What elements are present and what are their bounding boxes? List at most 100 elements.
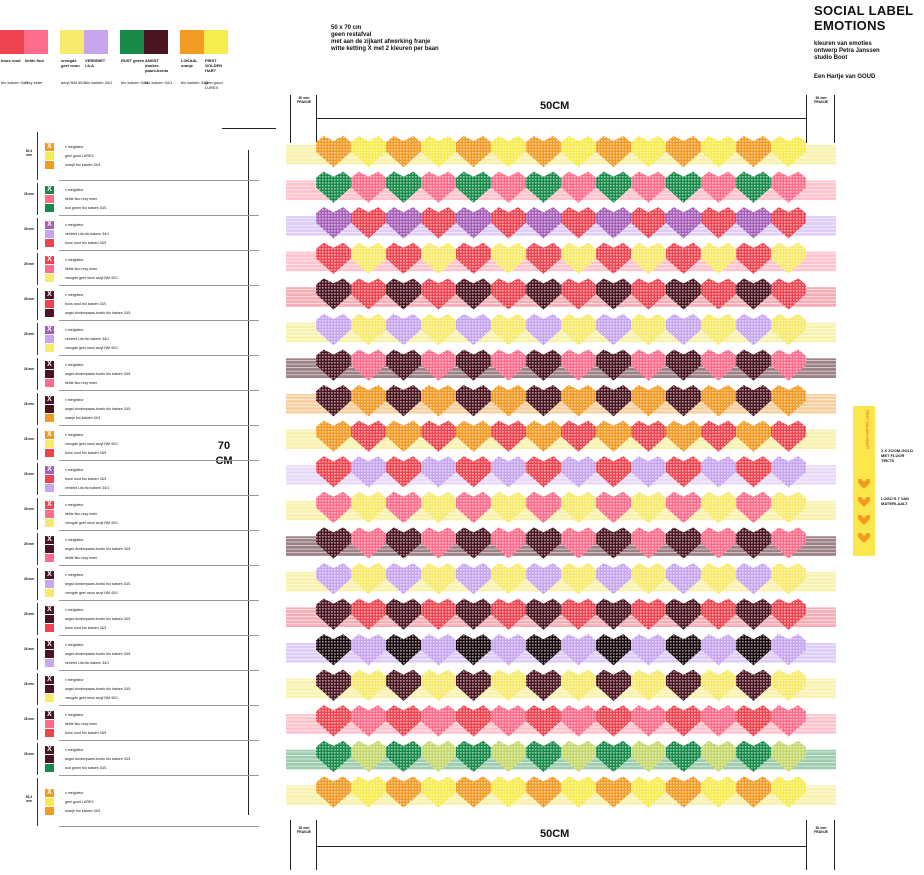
swatch-label-4: VERDRIET LILA: [85, 58, 106, 68]
yarn-swatch: [45, 624, 54, 632]
heart-motif-texture: [736, 420, 771, 452]
heart-motif-texture: [631, 313, 666, 346]
heart-motif-texture: [526, 491, 561, 524]
legend-row-text: boos rood bio katoen 34/1: [65, 626, 107, 630]
fabric-stripe: [286, 473, 836, 475]
sticker-note-1: 2 X ZOOM-GOLD MET FLUOR TEKTS: [881, 448, 913, 463]
dim-tick-bot-left: [290, 820, 291, 870]
heart-motif-texture: [351, 278, 386, 310]
dim-height-unit: CM: [215, 455, 233, 467]
heart-motif-texture: [631, 562, 666, 595]
heart-motif-texture: [491, 598, 526, 630]
fabric-stripe: [286, 441, 836, 443]
swatch-yarn-3: acryl NM 40/1: [61, 80, 86, 85]
yarn-swatch: [45, 589, 54, 597]
legend-row-text: angst donkerpaars-bordo bio katoen 34/1: [65, 582, 131, 586]
heart-motif-texture: [771, 278, 806, 310]
yarn-swatch: [45, 309, 54, 317]
legend-row-height: 26 mm: [23, 367, 35, 371]
heart-motif-texture: [701, 456, 736, 488]
legend-row-height: 62,4 mm: [25, 149, 33, 157]
warp-x-swatch: X: [45, 396, 54, 404]
fabric-stripe: [286, 580, 836, 582]
yarn-swatch: [45, 764, 54, 772]
heart-motif-texture: [421, 171, 456, 203]
legend-row-text: x meighleur: [65, 538, 84, 542]
fabric-stripe: [286, 687, 836, 689]
heart-motif-texture: [736, 562, 771, 595]
legend-row-text: verdriet Lila bio katoen 34/1: [65, 232, 110, 236]
swatch-yarn-8: geel goud LUREX: [205, 80, 223, 90]
fabric-row: [286, 385, 836, 417]
legend-row-height: 26 mm: [23, 332, 35, 336]
heart-motif-texture: [596, 171, 631, 203]
heart-motif-texture: [666, 598, 701, 630]
heart-motif-texture: [386, 313, 421, 346]
heart-motif-texture: [526, 385, 561, 417]
fabric-row: [286, 634, 836, 666]
heart-motif-texture: [631, 207, 666, 239]
fabric-stripe: [286, 303, 836, 305]
swatch-label-5: RUST groen: [121, 58, 145, 63]
fabric-row: [286, 598, 836, 630]
legend-row-bracket: [37, 218, 38, 250]
fabric-stripe: [286, 477, 836, 479]
heart-motif-texture: [421, 598, 456, 630]
heart-motif-texture: [351, 385, 386, 417]
fabric-stripe: [286, 513, 836, 514]
fabric-stripe: [286, 584, 836, 586]
fabric-stripe: [286, 189, 836, 191]
fabric-stripe: [286, 794, 836, 796]
warp-x-swatch: X: [45, 291, 54, 299]
fabric-stripe: [286, 481, 836, 482]
swatch-yarn-6: bio katoen 34/1: [145, 80, 173, 85]
heart-motif-texture: [386, 527, 421, 559]
heart-motif-texture: [561, 456, 596, 488]
legend-row-text: x meighleur: [65, 293, 84, 297]
fabric-row: [286, 313, 836, 346]
yarn-swatch: [45, 755, 54, 763]
heart-motif-texture: [561, 313, 596, 346]
heart-motif-texture: [561, 669, 596, 701]
legend-row-height: 26 mm: [23, 402, 35, 406]
heart-motif-texture: [526, 313, 561, 346]
heart-motif-texture: [666, 705, 701, 737]
heart-motif-texture: [701, 527, 736, 559]
legend-row-text: x meighleur: [65, 363, 84, 367]
heart-motif-texture: [736, 349, 771, 381]
fabric-rows: [286, 136, 836, 808]
heart-motif-texture: [666, 491, 701, 524]
legend-row-height: 26 mm: [23, 297, 35, 301]
heart-motif-texture: [596, 598, 631, 630]
fabric-design: [286, 136, 836, 808]
heart-motif-texture: [351, 349, 386, 381]
heart-motif-texture: [491, 349, 526, 381]
heart-motif-texture: [666, 313, 701, 346]
heart-motif-texture: [491, 562, 526, 595]
legend-row-text: oranje bio katoen 34/1: [65, 163, 101, 167]
legend-row-divider: [59, 495, 259, 496]
legend-row-bracket: [37, 132, 38, 180]
warp-x-swatch: X: [45, 536, 54, 544]
yarn-swatch: [45, 580, 54, 588]
heart-motif-texture: [771, 527, 806, 559]
legend-row-divider: [59, 180, 259, 181]
dim-line-bottom: [316, 846, 806, 847]
heart-motif-texture: [456, 776, 491, 808]
heart-motif-texture: [491, 420, 526, 452]
fabric-stripe: [286, 552, 836, 554]
heart-motif-texture: [596, 385, 631, 417]
legend-row-text: x meighleur: [65, 791, 84, 795]
fringe-label-bot-left: 30 mm FRANJE: [296, 826, 311, 834]
heart-motif-texture: [421, 313, 456, 346]
legend-row-divider: [59, 460, 259, 461]
brand-footer: Een Hartje van GOUD: [814, 74, 876, 80]
legend-row-text: liefde fluo recy ester: [65, 512, 98, 516]
heart-motif-texture: [421, 776, 456, 808]
fringe-label-top-right: 30 mm FRANJE: [813, 96, 828, 104]
heart-motif-texture: [316, 491, 351, 524]
heart-motif-texture: [596, 491, 631, 524]
legend-row-bracket: [37, 568, 38, 600]
